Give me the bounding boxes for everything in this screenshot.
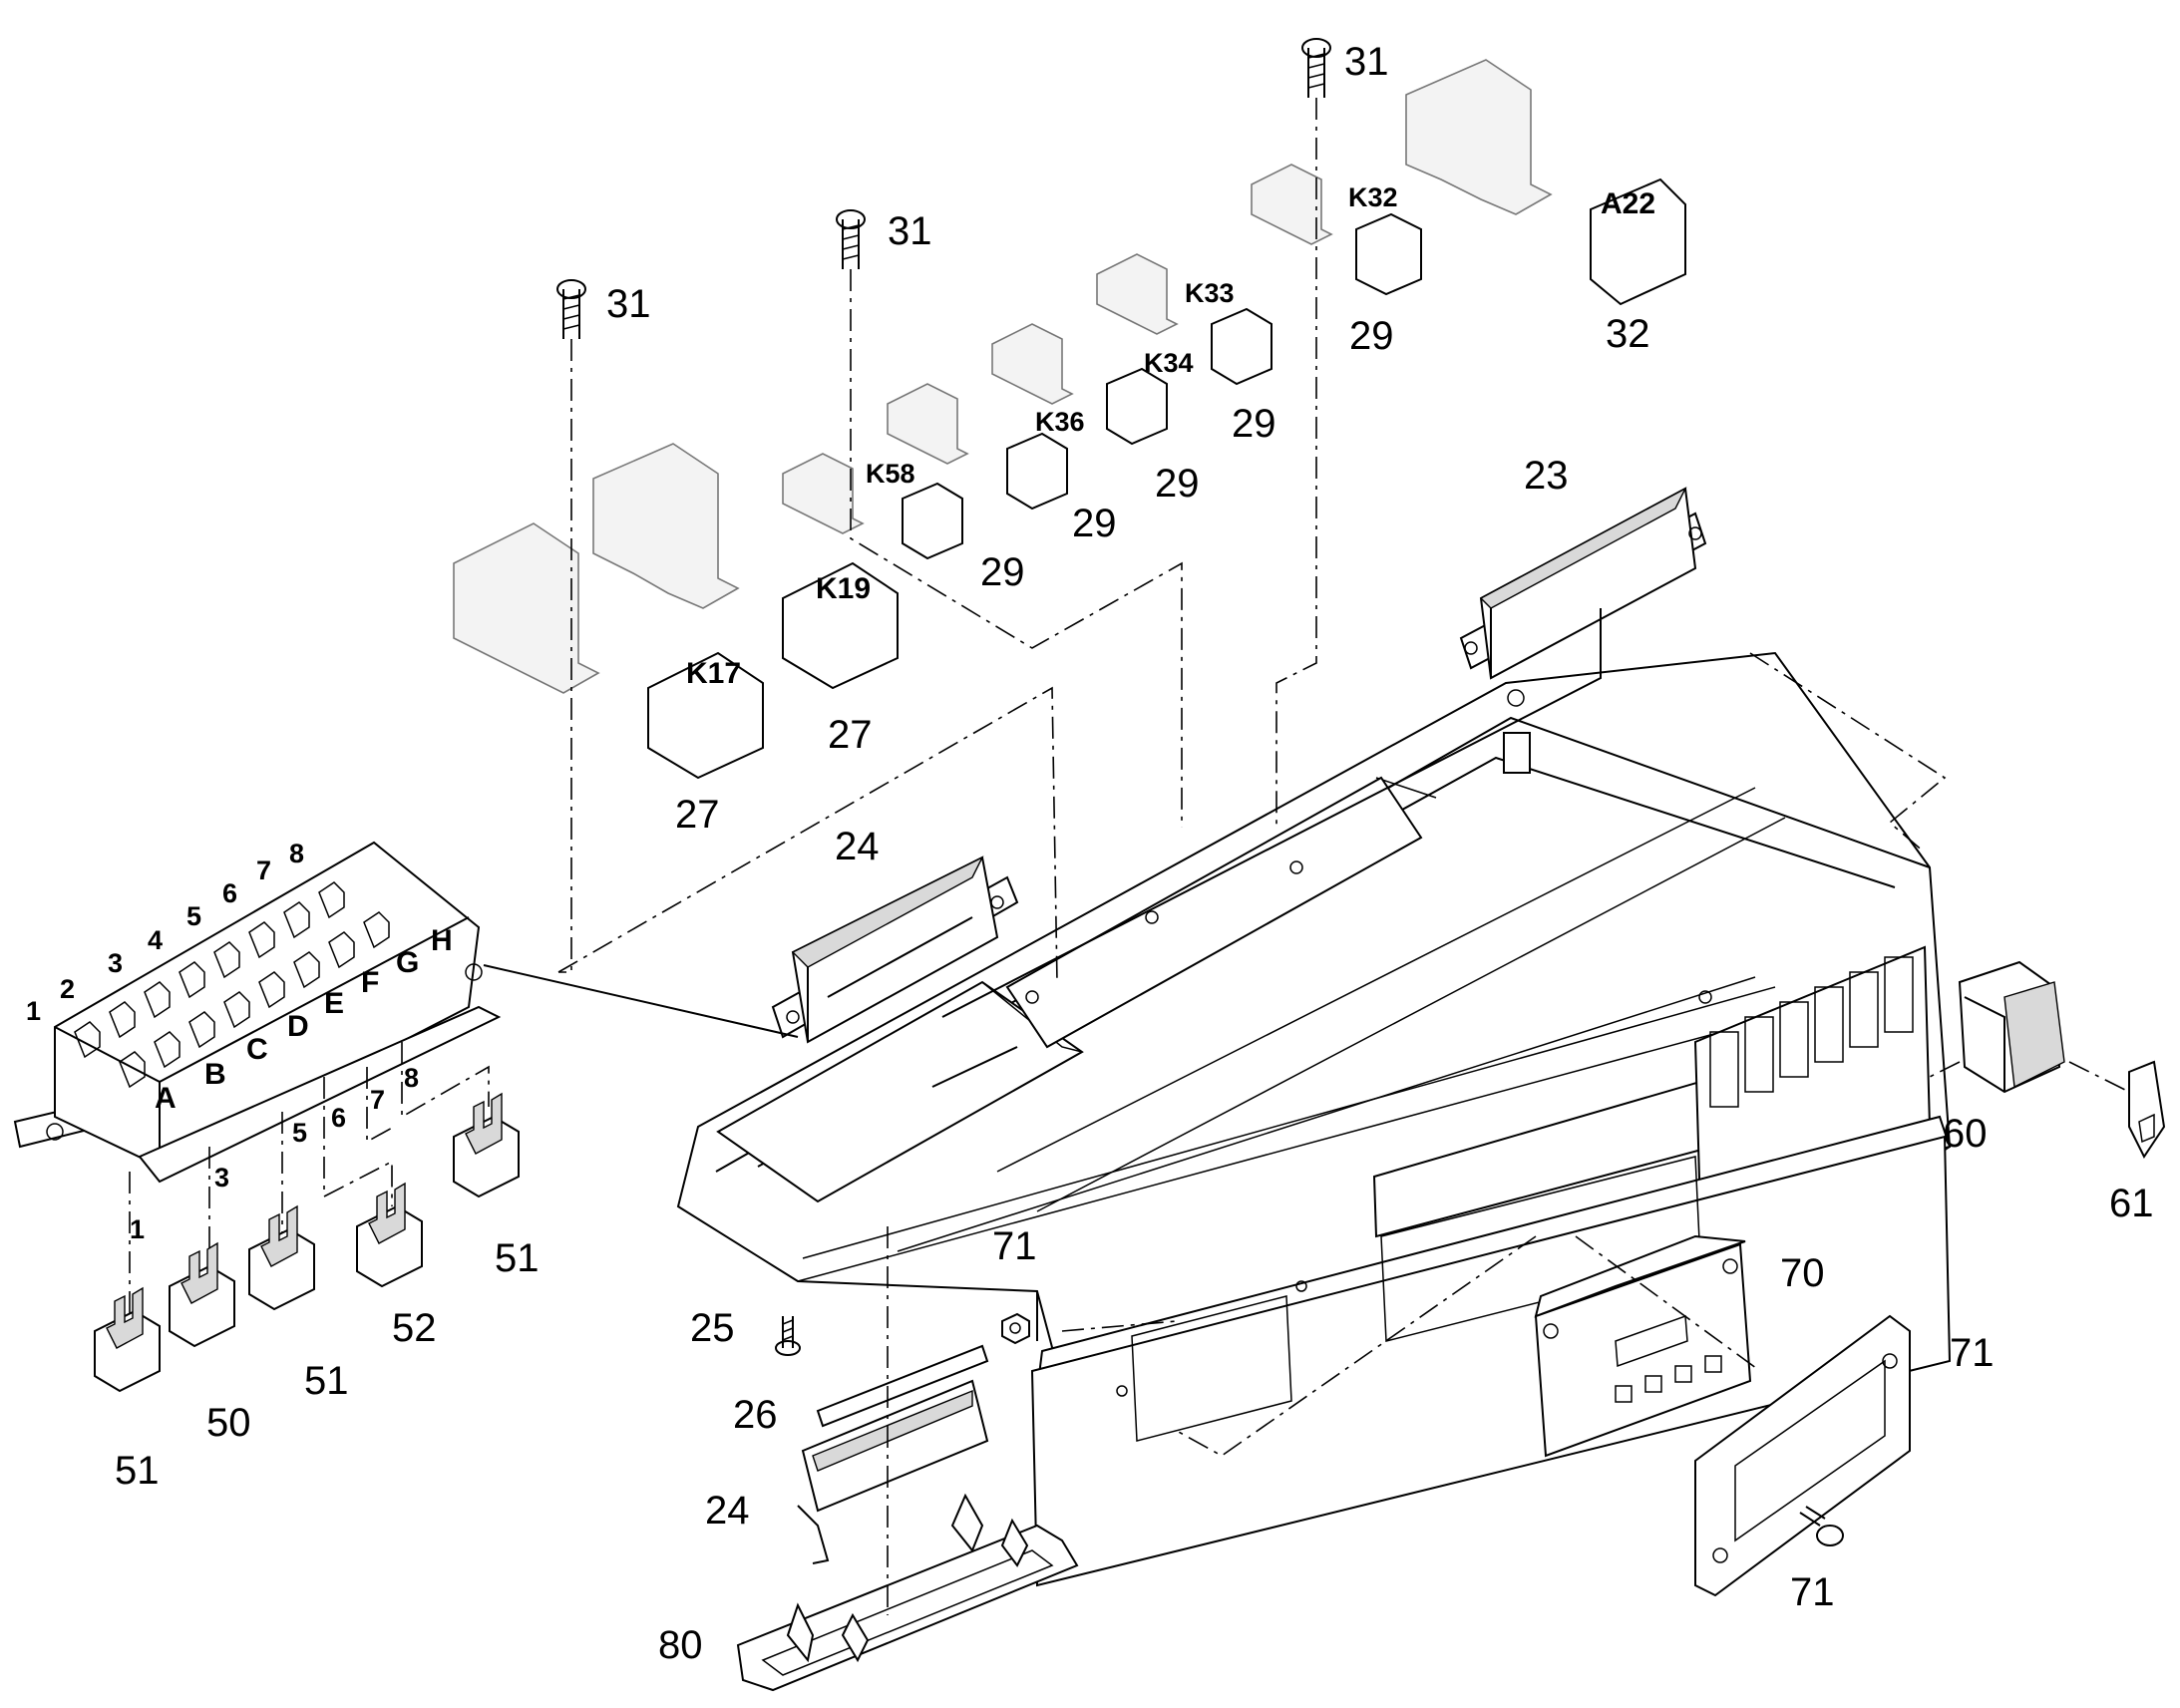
callout-29-k36: 29 <box>1072 502 1117 545</box>
callout-24-upper: 24 <box>835 825 880 868</box>
fuse-col-3: 3 <box>108 948 123 978</box>
callout-23: 23 <box>1524 454 1569 498</box>
fuse-row-f: F <box>361 966 379 999</box>
callout-29-k58: 29 <box>980 550 1025 594</box>
callout-52: 52 <box>392 1306 437 1350</box>
fuse-slot-5: 5 <box>292 1118 307 1148</box>
callout-71-screw: 71 <box>1790 1570 1835 1614</box>
label-k32: K32 <box>1348 182 1398 212</box>
callout-60: 60 <box>1943 1112 1988 1156</box>
connector-23 <box>1459 487 1707 680</box>
connector-24-lower <box>797 1379 989 1564</box>
callout-71-bezel: 71 <box>1950 1331 1995 1375</box>
fuse-col-4: 4 <box>148 925 163 955</box>
fuse-slot-leaders: 1 3 5 6 7 8 <box>129 1042 490 1356</box>
callout-61: 61 <box>2109 1182 2154 1225</box>
callout-27-k19: 27 <box>828 713 873 757</box>
fuse-col-6: 6 <box>222 878 237 908</box>
fuse-row-h: H <box>431 924 453 957</box>
label-k34: K34 <box>1144 348 1194 378</box>
label-k36: K36 <box>1035 407 1085 437</box>
label-a22: A22 <box>1601 187 1655 220</box>
callout-31-right: 31 <box>1344 40 1389 84</box>
fuse-col-7: 7 <box>256 855 271 885</box>
callout-29-k32: 29 <box>1349 314 1394 358</box>
blade-fuses <box>94 1092 520 1393</box>
fuse-row-e: E <box>324 987 344 1020</box>
callout-80: 80 <box>658 1623 703 1667</box>
fuse-box: 1 2 3 4 5 6 7 8 A B C D E F G H <box>13 839 502 1184</box>
callout-27-k17: 27 <box>675 793 720 837</box>
callout-29-k33: 29 <box>1232 402 1276 446</box>
label-k58: K58 <box>866 459 915 489</box>
fuse-slot-3: 3 <box>214 1163 229 1193</box>
console-housing <box>676 651 1952 1393</box>
callout-26: 26 <box>733 1393 778 1437</box>
fuse-row-d: D <box>287 1010 309 1043</box>
screw-31-right <box>1301 38 1331 98</box>
callout-51-middle: 51 <box>304 1359 349 1403</box>
switch-cap-61 <box>2128 1060 2166 1159</box>
fuse-row-c: C <box>246 1033 268 1066</box>
callout-31-middle: 31 <box>888 209 932 253</box>
screw-25 <box>775 1316 801 1356</box>
relay-sockets <box>453 59 1553 694</box>
label-k17: K17 <box>686 657 741 690</box>
relays <box>647 177 1686 780</box>
nut-71 <box>1001 1312 1030 1345</box>
fuse-col-2: 2 <box>60 974 75 1004</box>
screw-71 <box>1799 1506 1844 1546</box>
callout-24-lower: 24 <box>705 1489 750 1533</box>
fuse-row-a: A <box>155 1082 177 1115</box>
callout-25: 25 <box>690 1306 735 1350</box>
fuse-slot-7: 7 <box>370 1085 385 1115</box>
label-plate-26 <box>816 1344 989 1428</box>
screw-31-left <box>556 279 586 339</box>
callout-29-k34: 29 <box>1155 462 1200 506</box>
fuse-slot-8: 8 <box>404 1063 419 1093</box>
label-k33: K33 <box>1185 278 1235 308</box>
fuse-row-b: B <box>204 1058 226 1091</box>
display-module-70 <box>1534 1234 1752 1458</box>
callout-50: 50 <box>206 1401 251 1445</box>
callout-32: 32 <box>1606 312 1650 356</box>
fuse-slot-1: 1 <box>130 1214 145 1244</box>
fuse-col-1: 1 <box>26 996 41 1026</box>
connector-24-upper <box>771 855 1019 1044</box>
fuse-col-5: 5 <box>186 901 201 931</box>
screw-31-middle <box>836 209 866 269</box>
rocker-switch-60 <box>1958 960 2065 1094</box>
fuse-slot-6: 6 <box>331 1103 346 1133</box>
fuse-row-g: G <box>396 946 419 979</box>
callout-31-left: 31 <box>606 282 651 326</box>
callout-70: 70 <box>1780 1251 1825 1295</box>
label-k19: K19 <box>816 572 871 605</box>
fuse-col-8: 8 <box>289 839 304 868</box>
cover-80 <box>736 1493 1079 1692</box>
callout-51-right: 51 <box>495 1236 540 1280</box>
callout-51-left: 51 <box>115 1449 160 1493</box>
callout-71-nut: 71 <box>992 1224 1037 1268</box>
bezel-71 <box>1694 1314 1911 1597</box>
leader-lines <box>483 98 2130 1615</box>
